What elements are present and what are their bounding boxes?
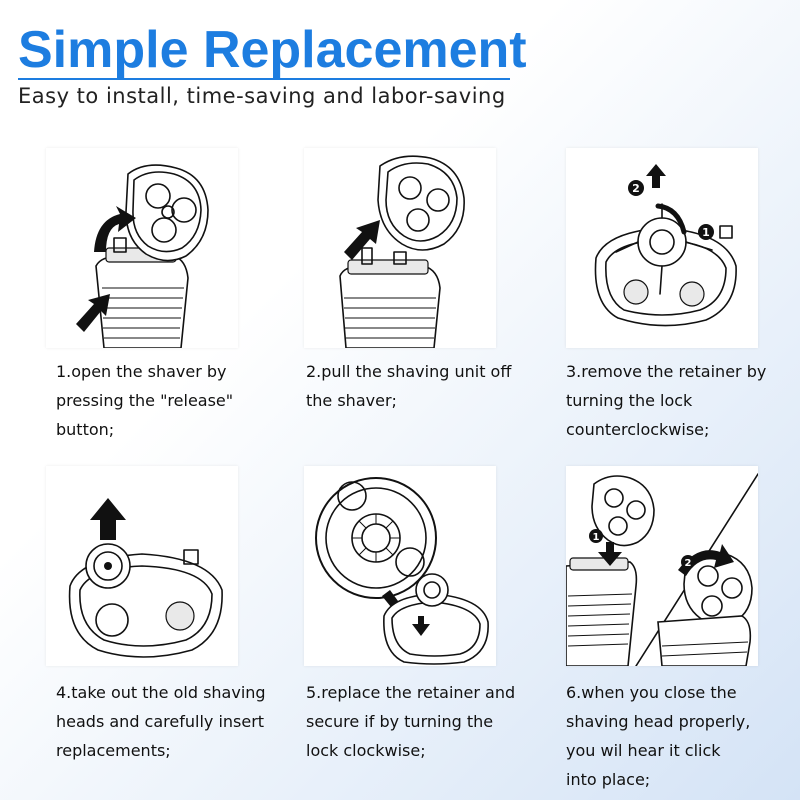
shaver-body-icon [339, 247, 441, 348]
arrow-up-icon [646, 164, 666, 188]
page-subtitle: Easy to install, time-saving and labor-s… [18, 84, 506, 108]
magnified-retainer-icon [315, 477, 437, 599]
page-title: Simple Replacement [18, 21, 527, 79]
svg-text:1: 1 [702, 226, 710, 239]
arrow-rotate-icon [655, 203, 687, 235]
retainer-icon [615, 203, 713, 295]
step-marker-2 [681, 555, 695, 569]
step-3-illustration: 2 1 [566, 148, 758, 348]
arrow-curve-icon [678, 544, 734, 576]
shaver-body-icon [657, 615, 752, 666]
step-marker-1 [589, 529, 603, 543]
shaver-body-icon [566, 557, 638, 666]
svg-text:1: 1 [593, 532, 600, 543]
svg-text:2: 2 [632, 182, 640, 195]
step-marker-2 [628, 180, 644, 196]
step-1-illustration [46, 148, 238, 348]
head-holder-icon [594, 227, 737, 327]
svg-text:2: 2 [685, 558, 692, 569]
step-5-caption: 5.replace the retainer and secure if by … [306, 683, 516, 760]
shaving-head-icon [125, 164, 209, 262]
head-holder-icon [383, 573, 489, 665]
arrow-down-icon [598, 542, 622, 566]
shaving-blade-icon [85, 543, 131, 589]
step-1-caption: 1.open the shaver by pressing the "relea… [56, 362, 234, 439]
step-6-illustration: 1 2 [566, 466, 758, 666]
step-3-caption: 3.remove the retainer by turning the loc… [566, 362, 767, 439]
step-marker-1 [698, 224, 714, 240]
arrow-up-icon [344, 220, 380, 260]
arrow-curve-up-icon [94, 206, 136, 252]
step-4-caption: 4.take out the old shaving heads and car… [56, 683, 266, 760]
arrow-push-icon [76, 294, 110, 332]
title-underline [18, 78, 510, 80]
arrow-up-icon [90, 498, 126, 540]
shaving-head-icon [377, 155, 465, 251]
lock-icon [719, 225, 733, 239]
step-6-caption: 6.when you close the shaving head proper… [566, 683, 751, 789]
step-4-illustration [46, 466, 238, 666]
step-2-illustration [304, 148, 496, 348]
step-2-caption: 2.pull the shaving unit off the shaver; [306, 362, 512, 410]
step-5-illustration [304, 466, 496, 666]
